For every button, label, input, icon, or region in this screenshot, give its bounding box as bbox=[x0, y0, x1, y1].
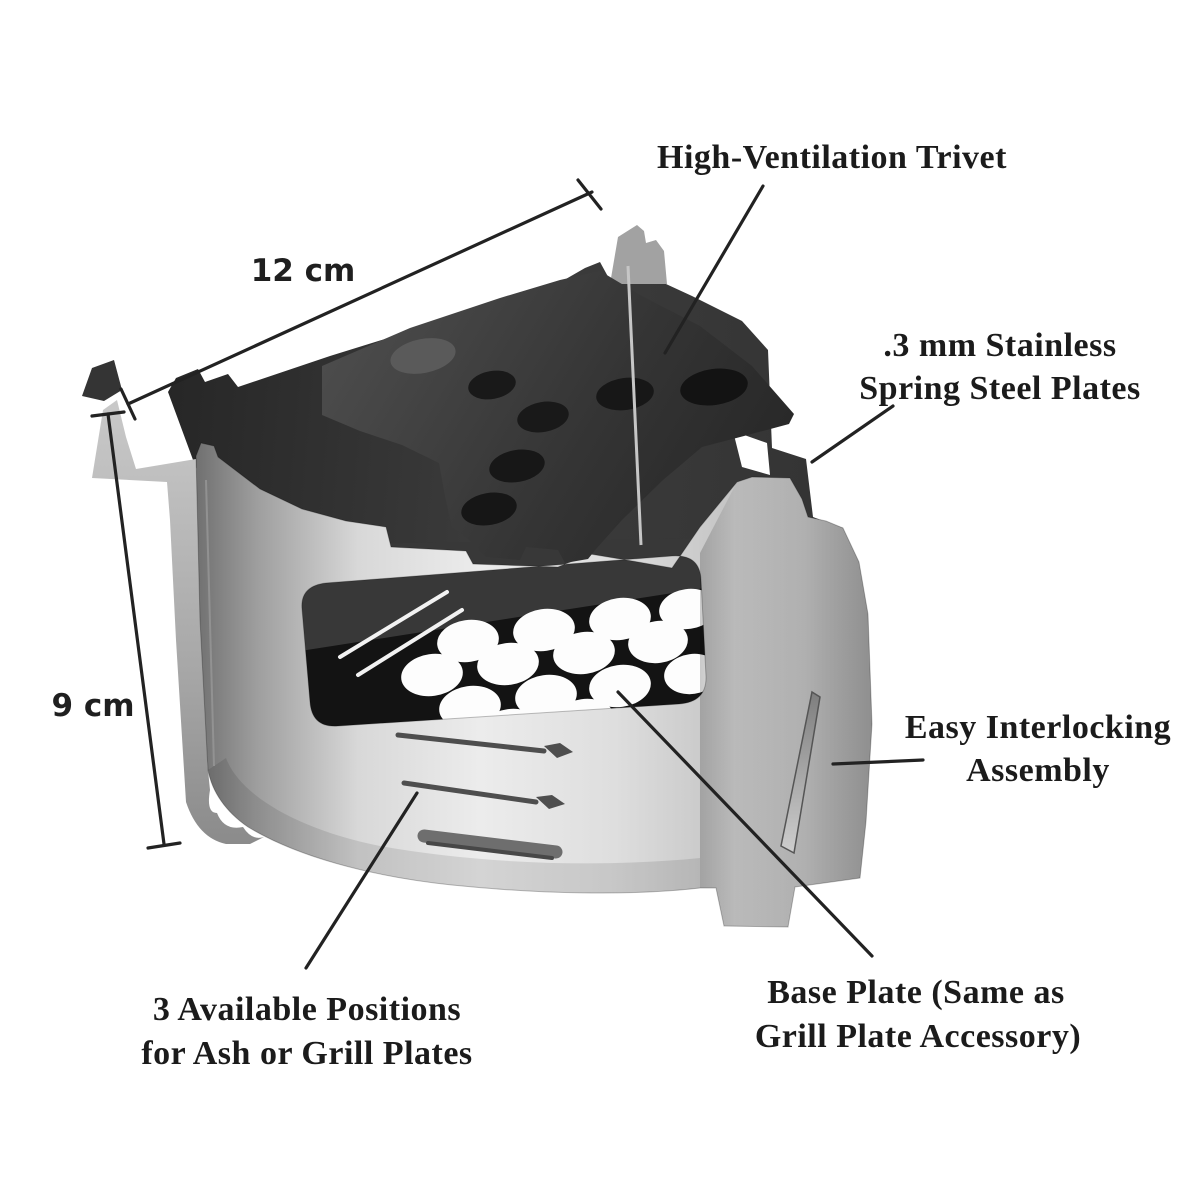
leader-assembly bbox=[831, 758, 925, 766]
back-corner-edge-highlight bbox=[626, 265, 643, 546]
back-corner-tab bbox=[610, 225, 667, 284]
dimension-height-label: 9 cm bbox=[51, 688, 134, 724]
dimension-12cm-line bbox=[119, 178, 603, 421]
plate-gap bbox=[733, 431, 770, 475]
svg-text:Easy Interlocking: Easy Interlocking bbox=[905, 709, 1171, 746]
dimension-lines bbox=[90, 178, 603, 850]
svg-text:3 Available Positions: 3 Available Positions bbox=[153, 991, 461, 1028]
trivet-holes bbox=[390, 338, 748, 526]
callout-labels: High-Ventilation Trivet .3 mm Stainless … bbox=[141, 139, 1171, 1072]
leader-base-plate bbox=[616, 690, 874, 958]
leader-lines bbox=[304, 184, 925, 970]
label-base-plate: Base Plate (Same as Grill Plate Accessor… bbox=[755, 974, 1081, 1055]
interlock-slit bbox=[780, 690, 821, 855]
plate-seam bbox=[205, 479, 215, 767]
left-side-plate bbox=[92, 400, 264, 844]
label-positions: 3 Available Positions for Ash or Grill P… bbox=[141, 991, 472, 1072]
svg-text:Assembly: Assembly bbox=[966, 752, 1110, 789]
svg-text:.3 mm Stainless: .3 mm Stainless bbox=[883, 327, 1116, 364]
rear-plate-left-tab bbox=[82, 360, 122, 401]
label-assembly: Easy Interlocking Assembly bbox=[905, 709, 1171, 789]
svg-text:Grill Plate Accessory): Grill Plate Accessory) bbox=[755, 1018, 1081, 1055]
svg-text:for Ash or Grill Plates: for Ash or Grill Plates bbox=[141, 1035, 472, 1072]
leader-trivet bbox=[663, 184, 765, 355]
interior-slot-highlights bbox=[338, 590, 464, 677]
right-side-plate bbox=[700, 477, 872, 927]
label-trivet: High-Ventilation Trivet bbox=[657, 139, 1007, 176]
dimension-9cm-line bbox=[90, 410, 182, 850]
front-plate-bottom-shade bbox=[208, 758, 700, 894]
stove-illustration bbox=[82, 225, 873, 928]
leader-spring-steel bbox=[810, 404, 895, 464]
label-spring-steel: .3 mm Stainless Spring Steel Plates bbox=[859, 327, 1140, 407]
svg-text:Base Plate (Same as: Base Plate (Same as bbox=[767, 974, 1065, 1011]
dimension-width-label: 12 cm bbox=[251, 253, 356, 289]
leader-positions bbox=[304, 791, 419, 970]
plate-position-slots bbox=[395, 732, 573, 860]
svg-text:Spring Steel Plates: Spring Steel Plates bbox=[859, 370, 1140, 407]
